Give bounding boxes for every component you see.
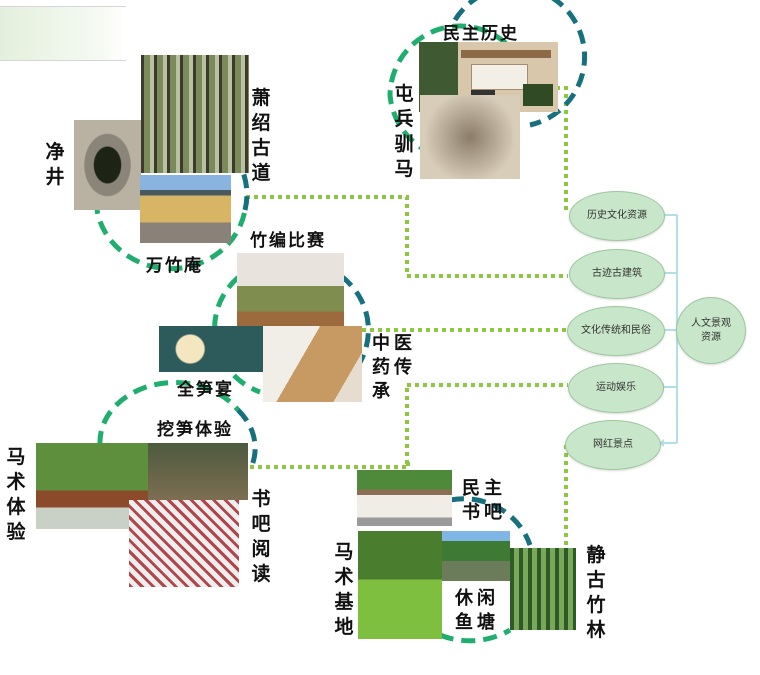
label-tunbing-xunma: 屯兵驯马: [394, 83, 414, 180]
connector-ancient: [246, 195, 568, 278]
header-band: [0, 6, 126, 61]
photo-wanzhu-temple: [140, 175, 231, 243]
photo-well: [74, 120, 141, 210]
photo-bamboo-feast: [159, 326, 263, 372]
photo-bamboo-digging: [148, 443, 248, 500]
photo-reading: [129, 500, 239, 587]
label-wanzhuan: 万竹庵: [146, 256, 203, 276]
category-node-ancient[interactable]: 古迹古建筑: [569, 249, 665, 299]
photo-bamboo-weaving: [237, 253, 344, 326]
label-minzhu-lishi: 民主历史: [443, 24, 519, 44]
dash-circle-influencer: [449, 496, 533, 546]
category-node-influencer[interactable]: 网红景点: [565, 420, 661, 470]
label-zhongyiyao-chuancheng: 中医药传承: [372, 333, 416, 402]
photo-chinese-medicine: [263, 326, 362, 402]
category-node-history[interactable]: 历史文化资源: [569, 191, 665, 241]
photo-bamboo-path: [141, 55, 249, 173]
label-jinggu-zhulin: 静古竹林: [586, 544, 606, 641]
connector-sports: [250, 385, 409, 469]
label-mashu-jidi: 马术基地: [334, 541, 354, 638]
photo-fish-pond: [442, 531, 510, 581]
dash-circle-sports: [97, 379, 240, 446]
root-node[interactable]: 人文景观资源: [676, 297, 746, 364]
photo-jinggu-bamboo: [510, 548, 576, 630]
photo-minzhu-bookbar: [357, 470, 452, 526]
category-node-culture[interactable]: 文化传统和民俗: [567, 306, 665, 356]
label-zhubian-bisai: 竹编比赛: [250, 231, 326, 251]
label-minzhu-shuba: 民主书吧: [462, 478, 506, 523]
dash-circle-ancient: [93, 199, 248, 272]
label-jingjing: 净井: [45, 141, 65, 188]
label-xiaoshao-gudao: 萧绍古道: [251, 87, 271, 184]
label-mashu-tiyan: 马术体验: [6, 446, 26, 543]
category-node-sports[interactable]: 运动娱乐: [568, 363, 664, 413]
photo-horse-base: [358, 531, 442, 639]
label-shuba-yuedu: 书吧阅读: [251, 488, 271, 585]
dash-circle-history: [452, 0, 588, 128]
photo-chariot-mural: [420, 95, 520, 179]
label-xiuxian-yutang: 休闲鱼塘: [455, 588, 499, 633]
label-quansun-yan: 全笋宴: [177, 380, 234, 400]
label-wasun-tiyan: 挖笋体验: [157, 420, 233, 440]
